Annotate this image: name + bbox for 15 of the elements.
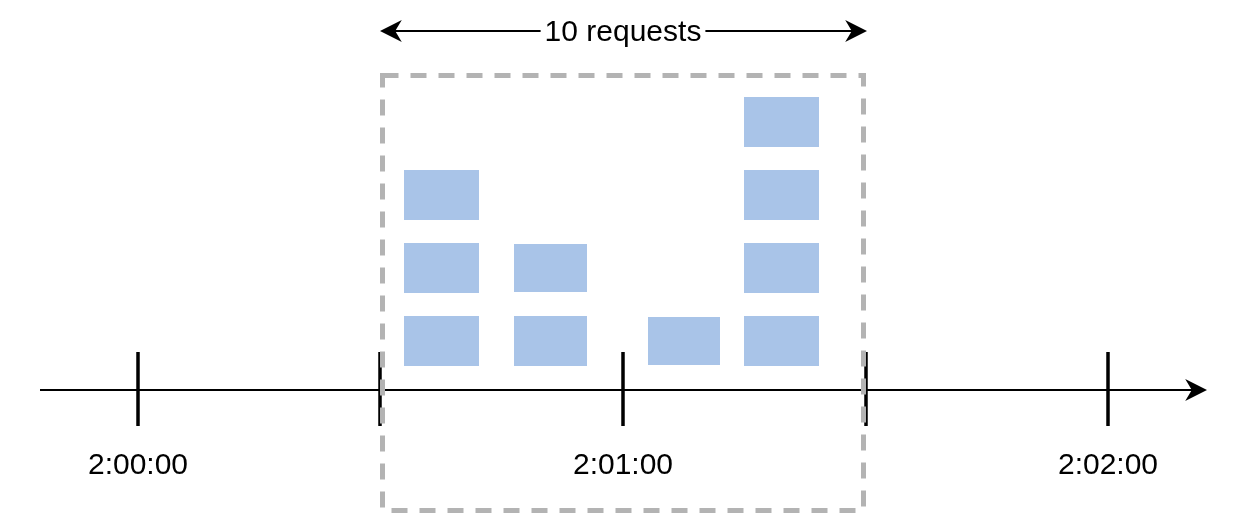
time-label: 2:01:00 <box>572 449 674 479</box>
request-block <box>648 317 720 365</box>
request-block <box>514 244 587 292</box>
time-label: 2:02:00 <box>1057 449 1159 479</box>
time-window-box <box>380 73 866 513</box>
request-block <box>404 243 479 293</box>
request-block <box>744 97 819 147</box>
request-block <box>744 243 819 293</box>
request-block <box>744 170 819 220</box>
request-block <box>744 316 819 366</box>
window-size-label: 10 requests <box>544 16 702 46</box>
request-block <box>514 316 587 366</box>
request-block <box>404 316 479 366</box>
request-block <box>404 170 479 220</box>
time-label: 2:00:00 <box>87 449 189 479</box>
